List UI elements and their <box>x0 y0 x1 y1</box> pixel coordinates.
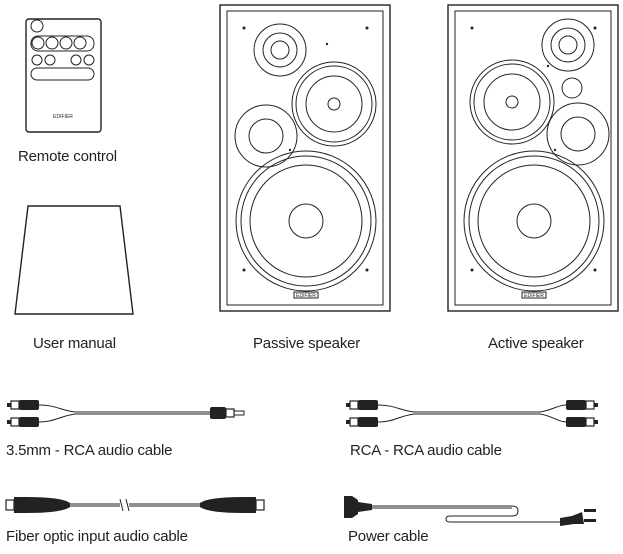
passive-brand-text: EDIFIER <box>296 293 316 299</box>
cable-power-label: Power cable <box>348 528 429 545</box>
remote-control-label: Remote control <box>18 148 117 165</box>
cable-35-rca-label: 3.5mm - RCA audio cable <box>6 442 173 459</box>
cable-rca-rca-label: RCA - RCA audio cable <box>350 442 502 459</box>
cable-optical-label: Fiber optic input audio cable <box>6 528 188 545</box>
passive-speaker-label: Passive speaker <box>253 335 361 352</box>
active-speaker-label: Active speaker <box>488 335 584 352</box>
active-brand-text: EDIFIER <box>524 293 544 299</box>
remote-brand-text: EDIFIER <box>53 114 73 120</box>
user-manual-label: User manual <box>33 335 116 352</box>
